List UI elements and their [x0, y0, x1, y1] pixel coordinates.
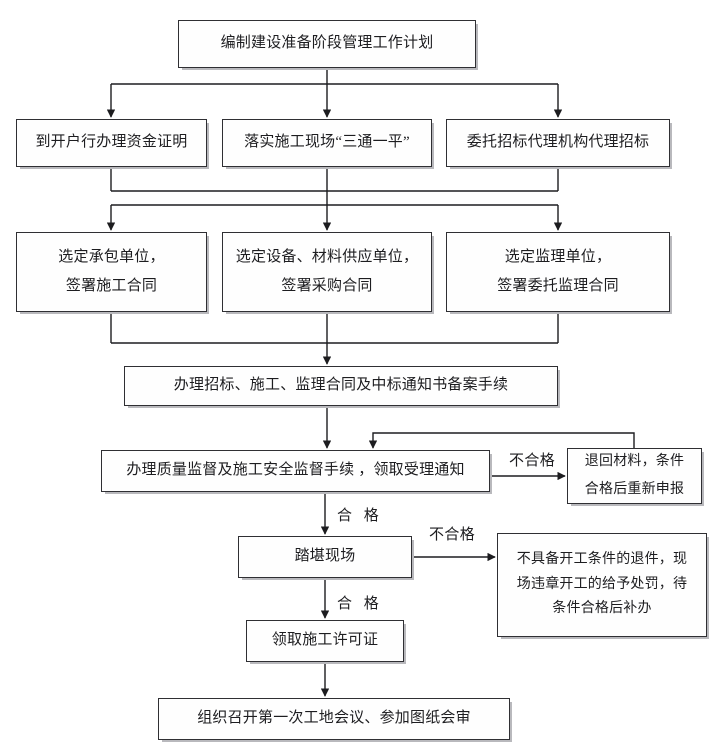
contract-filing-node[interactable]: 办理招标、施工、监理合同及中标通知书备案手续 [124, 366, 558, 406]
penalty-node-label-1: 不具备开工条件的退件，现 [516, 551, 688, 567]
connector-n10-feedback [368, 432, 635, 449]
supplier-selection-node[interactable]: 选定设备、材料供应单位， 签署采购合同 [222, 232, 432, 312]
return-materials-node[interactable]: 退回材料，条件 合格后重新申报 [567, 448, 702, 504]
tender-agency-node-label: 委托招标代理机构代理招标 [466, 134, 650, 151]
site-survey-node[interactable]: 踏堪现场 [238, 536, 412, 578]
return-materials-node-label-1: 退回材料，条件 [584, 453, 685, 469]
contractor-selection-node-label-2: 签署施工合同 [65, 277, 158, 294]
site-preparation-node[interactable]: 落实施工现场“三通一平” [222, 119, 432, 167]
fund-certificate-node[interactable]: 到开户行办理资金证明 [16, 119, 207, 167]
supplier-selection-node-label-2: 签署采购合同 [281, 277, 373, 294]
first-site-meeting-node[interactable]: 组织召开第一次工地会议、参加图纸会审 [158, 698, 510, 740]
edge-label-fail-supervision: 不合格 [509, 453, 556, 469]
supervisor-selection-node-label-1: 选定监理单位， [504, 248, 612, 265]
edge-label-pass-supervision: 合 格 [337, 508, 383, 524]
penalty-node-label-2: 场违章开工的给予处罚，待 [516, 576, 688, 592]
supervisor-selection-node[interactable]: 选定监理单位， 签署委托监理合同 [446, 232, 670, 312]
construction-permit-node[interactable]: 领取施工许可证 [246, 620, 404, 662]
site-survey-node-label: 踏堪现场 [294, 548, 356, 565]
first-site-meeting-node-label: 组织召开第一次工地会议、参加图纸会审 [197, 710, 471, 727]
penalty-node[interactable]: 不具备开工条件的退件，现 场违章开工的给予处罚，待 条件合格后补办 [497, 533, 707, 637]
quality-safety-supervision-node[interactable]: 办理质量监督及施工安全监督手续 ，领取受理通知 [101, 450, 490, 492]
supervisor-selection-node-label-2: 签署委托监理合同 [497, 277, 619, 294]
plan-node[interactable]: 编制建设准备阶段管理工作计划 [178, 20, 476, 68]
edge-label-pass-survey: 合 格 [337, 596, 383, 612]
tender-agency-node[interactable]: 委托招标代理机构代理招标 [446, 119, 670, 167]
supplier-selection-node-label-1: 选定设备、材料供应单位， [235, 248, 419, 265]
contractor-selection-node[interactable]: 选定承包单位， 签署施工合同 [16, 232, 207, 312]
fund-certificate-node-label: 到开户行办理资金证明 [35, 134, 188, 151]
construction-permit-node-label: 领取施工许可证 [271, 632, 379, 649]
contract-filing-node-label: 办理招标、施工、监理合同及中标通知书备案手续 [173, 377, 509, 394]
contractor-selection-node-label-1: 选定承包单位， [58, 248, 165, 265]
plan-node-label: 编制建设准备阶段管理工作计划 [220, 35, 434, 52]
site-preparation-node-label: 落实施工现场“三通一平” [244, 134, 410, 151]
edge-label-fail-survey: 不合格 [429, 527, 476, 543]
quality-safety-supervision-node-label: 办理质量监督及施工安全监督手续 ，领取受理通知 [126, 462, 465, 479]
return-materials-node-label-2: 合格后重新申报 [584, 481, 685, 497]
penalty-node-label-3: 条件合格后补办 [552, 601, 652, 617]
